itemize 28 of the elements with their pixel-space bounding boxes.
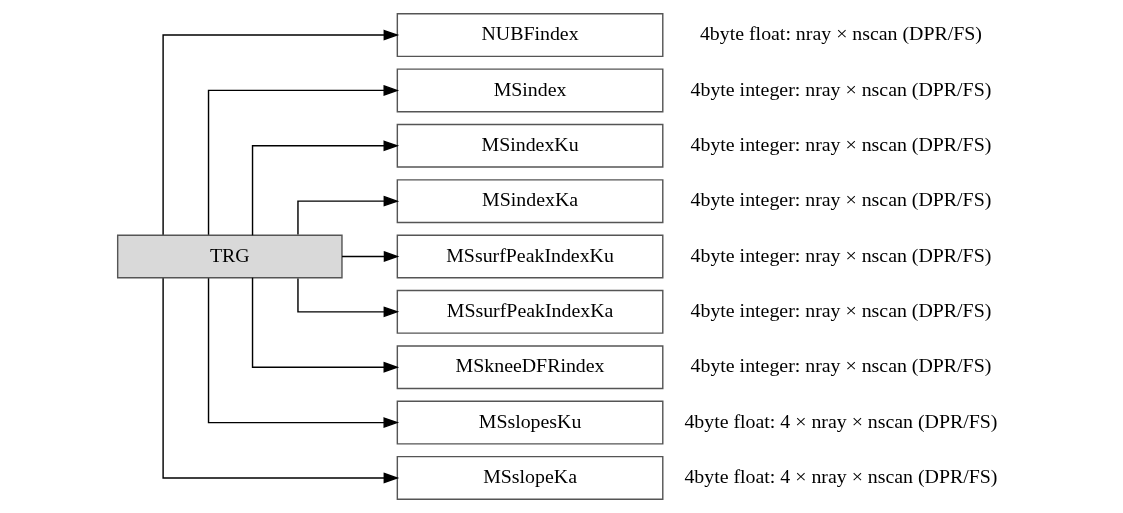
node-label: 4byte float: 4 × nray × nscan (DPR/FS) xyxy=(683,465,997,488)
node-box: MSsurfPeakIndexKu xyxy=(396,234,663,279)
node-box: MSslopeKa xyxy=(396,455,663,500)
arrow xyxy=(296,195,399,236)
node-box: MSindex xyxy=(396,68,663,113)
node-label: 4byte float: 4 × nray × nscan (DPR/FS) xyxy=(683,409,997,432)
node-box: NUBFindex xyxy=(396,13,663,58)
arrow xyxy=(207,277,399,429)
node-box: TRG xyxy=(116,234,343,279)
node-label: 4byte integer: nray × nscan (DPR/FS) xyxy=(690,354,991,377)
node-box: MSindexKa xyxy=(396,179,663,224)
node-box: MSindexKu xyxy=(396,123,663,168)
arrow xyxy=(161,277,399,484)
arrow xyxy=(296,277,399,318)
arrow xyxy=(251,277,399,373)
node-box: MSkneeDFRindex xyxy=(396,345,663,390)
arrow xyxy=(340,251,399,262)
arrow xyxy=(161,29,399,236)
node-label: 4byte integer: nray × nscan (DPR/FS) xyxy=(690,133,991,156)
arrow xyxy=(207,84,399,236)
node-label: 4byte integer: nray × nscan (DPR/FS) xyxy=(690,243,991,266)
node-label: 4byte float: nray × nscan (DPR/FS) xyxy=(699,22,982,45)
node-label: 4byte integer: nray × nscan (DPR/FS) xyxy=(690,188,991,211)
node-label: 4byte integer: nray × nscan (DPR/FS) xyxy=(690,299,991,322)
node-box: MSsurfPeakIndexKa xyxy=(396,289,663,334)
arrow xyxy=(251,140,399,236)
node-box: MSslopesKu xyxy=(396,400,663,445)
node-label: 4byte integer: nray × nscan (DPR/FS) xyxy=(690,77,991,100)
